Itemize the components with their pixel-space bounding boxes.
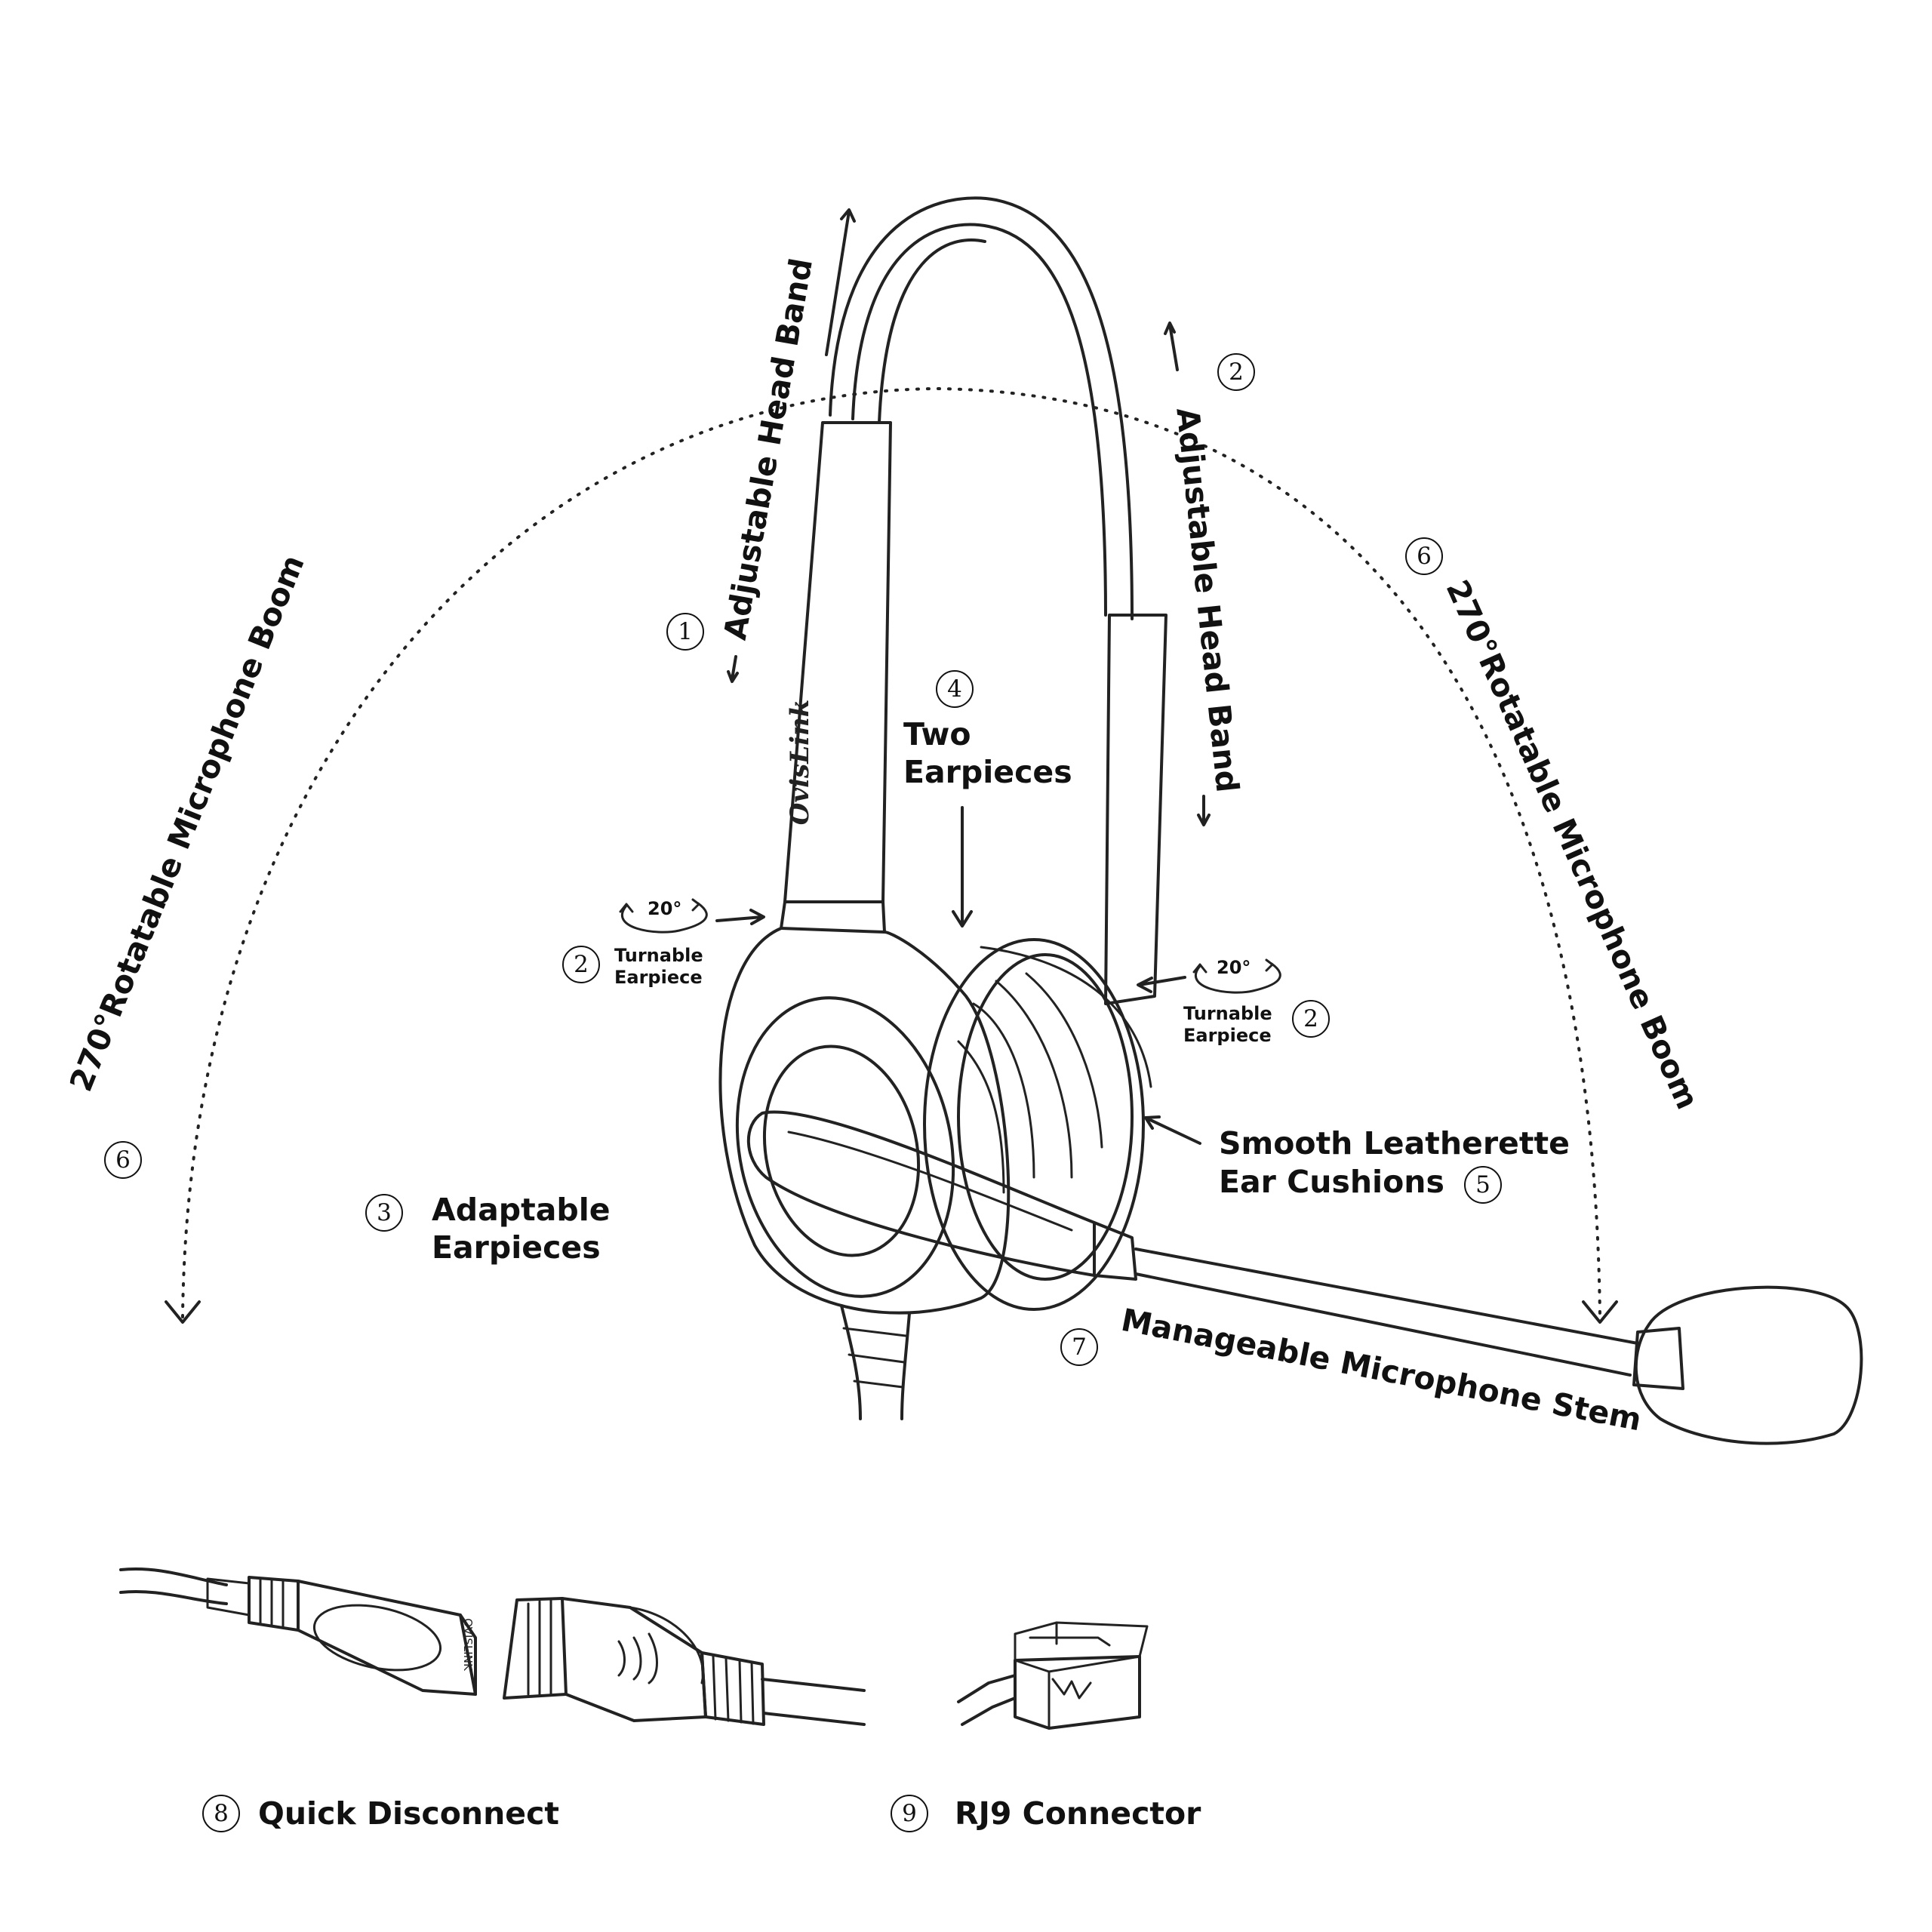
- number-badge-5: 5: [1464, 1166, 1502, 1204]
- turnable-right-rotation: [1194, 962, 1281, 994]
- number-badge-7: 7: [1060, 1328, 1098, 1366]
- arrow-head-band-left: [825, 208, 856, 356]
- arrow-cushions: [1144, 1115, 1201, 1145]
- adaptable-line2: Earpieces: [432, 1229, 601, 1266]
- number-badge-6-left: 6: [104, 1141, 142, 1179]
- turnable-left-line2: Earpiece: [614, 967, 703, 988]
- connector-logo: OVISLINK: [461, 1618, 475, 1671]
- number-badge-1: 1: [666, 613, 704, 651]
- adaptable-line1: Adaptable: [432, 1192, 611, 1228]
- headband-inner-rail: [878, 238, 986, 424]
- number-badge-9: 9: [891, 1795, 928, 1832]
- two-earpieces-line1: Two: [903, 716, 971, 752]
- rj9-connector-illustration: [957, 1621, 1149, 1730]
- mic-stem: [1134, 1247, 1639, 1377]
- arc-arrowhead-left: [165, 1300, 201, 1324]
- mic-boom-arm: [746, 1110, 1096, 1277]
- left-earpiece: [718, 927, 1011, 1315]
- quick-disconnect-illustration: [119, 1567, 866, 1726]
- arrow-two-earpieces: [952, 806, 973, 928]
- arc-arrowhead-right: [1582, 1300, 1618, 1324]
- turnable-left-rotation: [620, 902, 708, 934]
- two-earpieces-line2: Earpieces: [903, 754, 1072, 790]
- turnable-right-angle: 20°: [1217, 957, 1251, 978]
- headband-outer: [829, 196, 1134, 620]
- right-slider: [1104, 614, 1168, 1005]
- mic-foam: [1634, 1285, 1863, 1445]
- boom-collar: [1093, 1221, 1137, 1281]
- number-badge-2-turnable-left: 2: [562, 946, 600, 983]
- quick-disconnect-label: Quick Disconnect: [258, 1795, 559, 1832]
- turnable-right-line2: Earpiece: [1183, 1025, 1272, 1046]
- right-cushion: [923, 938, 1145, 1311]
- number-badge-2-turnable-right: 2: [1292, 1000, 1330, 1038]
- number-badge-4: 4: [936, 670, 974, 708]
- number-badge-8: 8: [202, 1795, 240, 1832]
- number-badge-6-right: 6: [1405, 537, 1443, 575]
- arrow-turnable-right: [1137, 976, 1186, 993]
- cushions-line2: Ear Cushions: [1219, 1164, 1444, 1200]
- turnable-left-angle: 20°: [648, 898, 682, 919]
- number-badge-2-headband: 2: [1217, 353, 1255, 391]
- cushions-line1: Smooth Leatherette: [1219, 1125, 1570, 1161]
- headband-inner: [851, 223, 1107, 617]
- headband-logo: OvisLink: [785, 699, 815, 826]
- arrow-head-band-right: [1164, 321, 1179, 371]
- number-badge-3: 3: [365, 1194, 403, 1232]
- rj9-connector-label: RJ9 Connector: [955, 1795, 1201, 1832]
- arrow-turnable-left: [715, 909, 765, 925]
- turnable-left-line1: Turnable: [614, 945, 703, 966]
- turnable-right-line1: Turnable: [1183, 1003, 1272, 1024]
